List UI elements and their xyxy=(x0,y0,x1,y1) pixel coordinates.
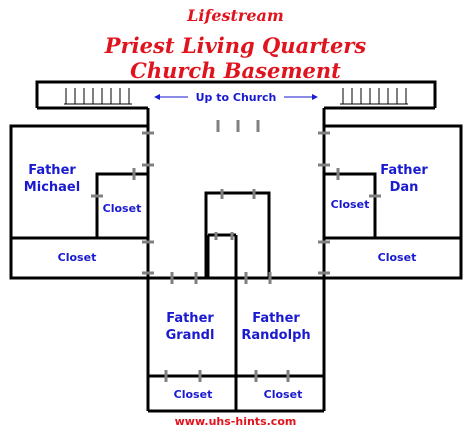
room-father-michael-line2: Michael xyxy=(24,180,80,195)
room-father-randolph-line2: Randolph xyxy=(241,328,310,343)
walls xyxy=(9,80,463,413)
room-labels: Father Michael Closet Closet Father Dan … xyxy=(24,163,429,401)
title-lifestream: Lifestream xyxy=(187,6,284,25)
room-father-grandl-line1: Father xyxy=(166,311,214,326)
closet-michael: Closet xyxy=(103,202,142,215)
title-church-basement: Church Basement xyxy=(130,58,341,83)
closet-left-wing: Closet xyxy=(58,251,97,264)
closet-grandl: Closet xyxy=(174,388,213,401)
closet-randolph: Closet xyxy=(264,388,303,401)
title-priest-living-quarters: Priest Living Quarters xyxy=(104,33,367,58)
michael-closet-wall xyxy=(95,172,148,238)
stairs-arrows xyxy=(154,94,318,100)
room-father-randolph-line1: Father xyxy=(252,311,300,326)
room-father-dan-line2: Dan xyxy=(390,180,419,195)
closet-dan: Closet xyxy=(331,198,370,211)
room-father-grandl-line2: Grandl xyxy=(166,328,215,343)
center-inner-wall xyxy=(204,191,271,278)
dan-closet-wall xyxy=(324,172,377,238)
doors xyxy=(91,120,381,382)
stairs-left xyxy=(64,88,132,105)
footer-url: www.uhs-hints.com xyxy=(174,415,297,428)
upper-wall xyxy=(35,80,437,108)
stairs-right xyxy=(340,88,408,105)
room-father-michael-line1: Father xyxy=(28,163,76,178)
left-wing-outline xyxy=(9,124,148,280)
closet-right-wing: Closet xyxy=(378,251,417,264)
right-wing-outline xyxy=(324,124,463,280)
stairs-label: Up to Church xyxy=(196,91,277,104)
room-father-dan-line1: Father xyxy=(380,163,428,178)
